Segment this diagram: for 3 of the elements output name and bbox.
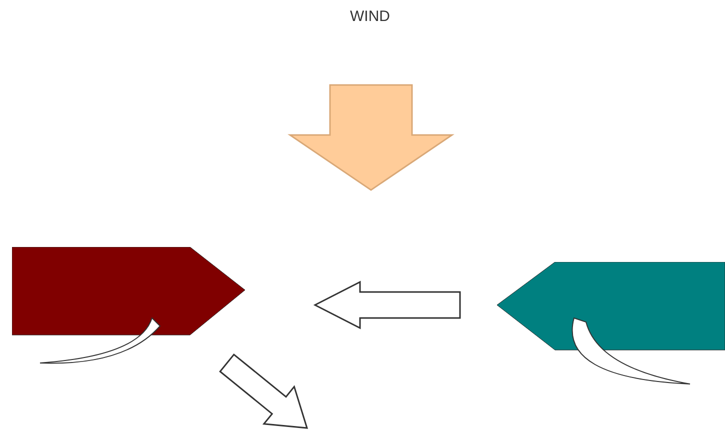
block-arrow	[313, 280, 461, 330]
wind-label: WIND	[350, 7, 390, 27]
block-arrow	[219, 353, 308, 429]
